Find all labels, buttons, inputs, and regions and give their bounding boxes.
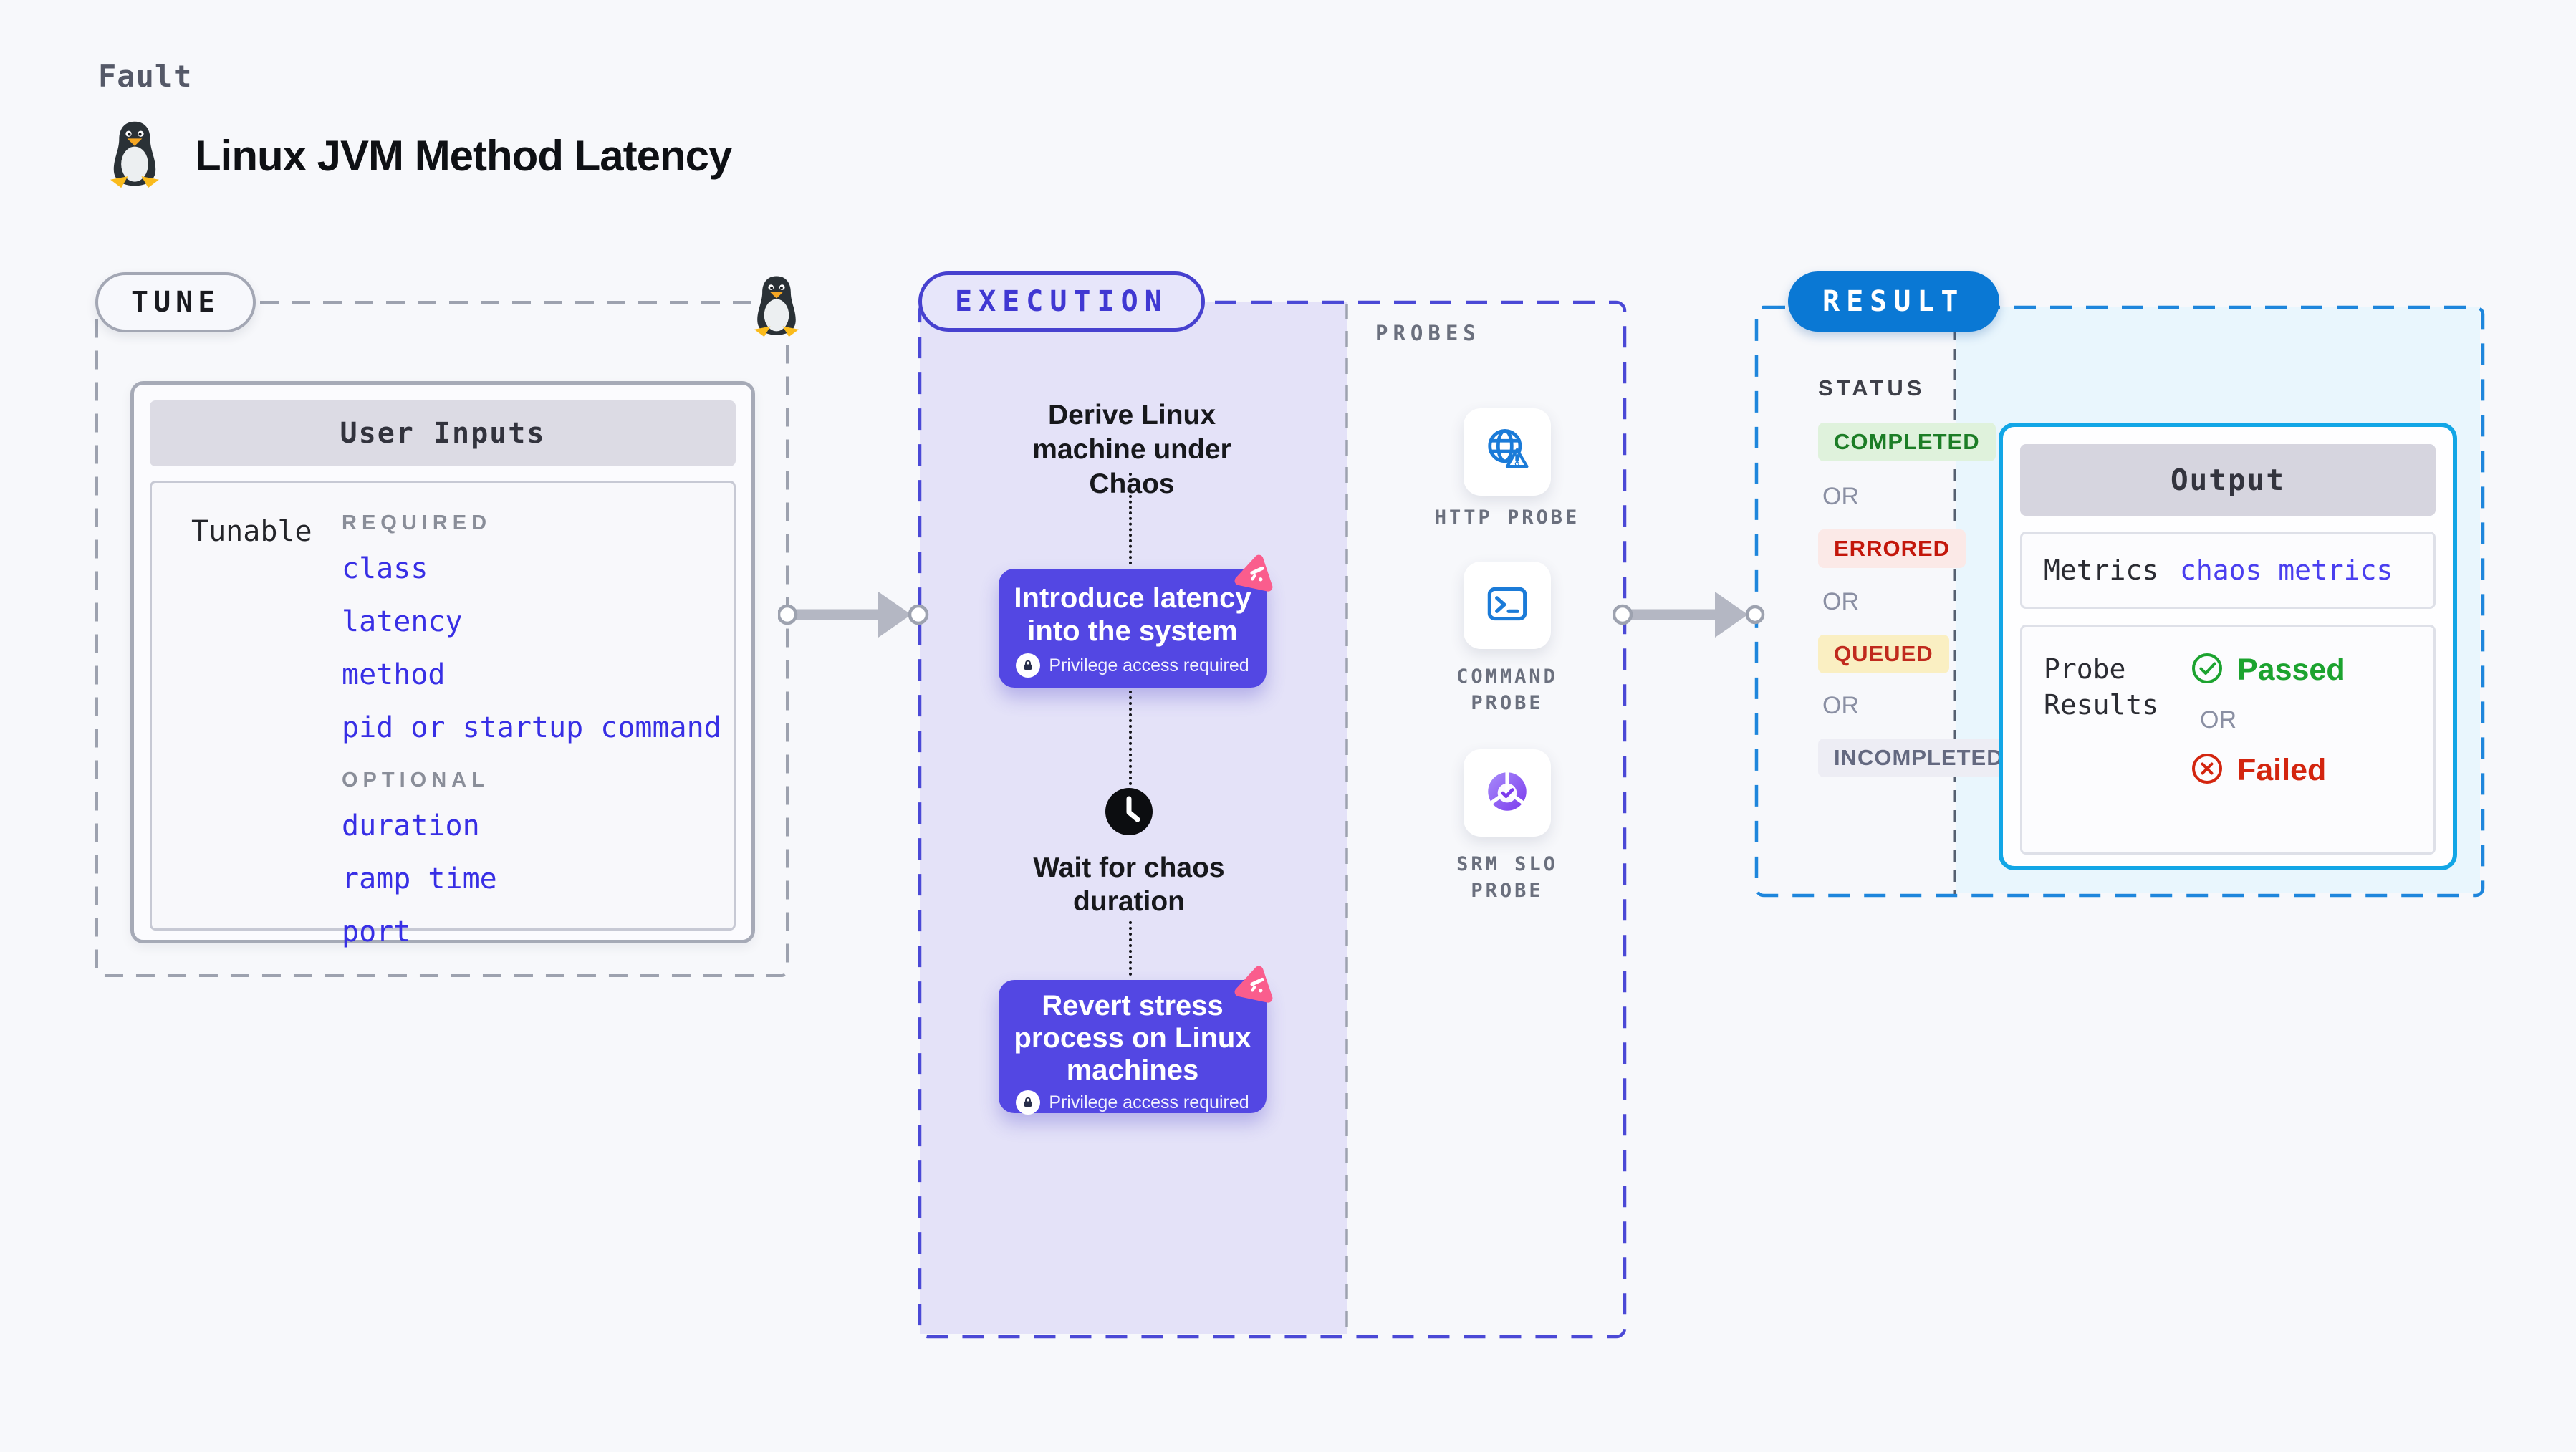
flow-connector [1129, 691, 1132, 785]
x-circle-icon [2190, 751, 2224, 789]
privilege-note: Privilege access required [1049, 655, 1249, 675]
metrics-label: Metrics [2044, 554, 2159, 586]
introduce-latency-label: Introduce latency into the system [1014, 582, 1251, 647]
chaos-metrics-link[interactable]: chaos metrics [2180, 554, 2393, 586]
passed-label: Passed [2237, 653, 2345, 687]
introduce-latency-node[interactable]: Introduce latency into the system Privil… [999, 569, 1267, 688]
page-title: Linux JVM Method Latency [195, 132, 732, 180]
failed-label: Failed [2237, 753, 2327, 787]
tunable-link-class[interactable]: class [342, 552, 428, 585]
http-probe-label: HTTP PROBE [1434, 506, 1580, 529]
probes-column-label: PROBES [1375, 321, 1481, 345]
page-header: Linux JVM Method Latency [105, 119, 732, 193]
flow-connector [1129, 473, 1132, 564]
status-heading: STATUS [1818, 375, 1926, 400]
tunable-link-port[interactable]: port [342, 915, 411, 948]
flow-connector [1129, 921, 1132, 976]
user-inputs-header: User Inputs [150, 400, 736, 466]
failed-verdict: Failed [2190, 751, 2326, 789]
chaos-experiment-icon [1234, 963, 1278, 1011]
command-probe-card[interactable] [1464, 562, 1551, 649]
execution-to-result-arrow [1613, 592, 1765, 638]
execution-section-pill: EXECUTION [918, 271, 1205, 332]
chaos-experiment-icon [1234, 552, 1278, 600]
http-probe-icon [1480, 423, 1534, 481]
http-probe-card[interactable] [1464, 408, 1551, 496]
linux-penguin-small-icon [749, 274, 804, 342]
srm-slo-probe-card[interactable] [1464, 749, 1551, 837]
tune-section-pill: TUNE [95, 272, 256, 332]
user-inputs-card: User Inputs Tunable REQUIRED class laten… [130, 381, 755, 948]
probe-results-label: Probe Results [2044, 653, 2159, 721]
probe-results-row: Probe Results Passed OR [2020, 625, 2436, 855]
or-separator: OR [2200, 706, 2236, 734]
or-separator: OR [1822, 588, 1859, 615]
metrics-row: Metrics chaos metrics [2020, 532, 2436, 609]
derive-machine-step: Derive Linux machine under Chaos [1032, 400, 1231, 499]
command-probe-icon [1481, 577, 1534, 634]
output-header: Output [2020, 444, 2436, 516]
linux-penguin-icon [105, 119, 165, 193]
tunable-link-pid-or-startup-command[interactable]: pid or startup command [342, 711, 721, 744]
status-badge-errored: ERRORED [1818, 529, 1966, 568]
output-card: Output Metrics chaos metrics Probe Resul… [1999, 423, 2457, 870]
user-inputs-table: Tunable REQUIRED class latency method pi… [150, 481, 736, 948]
status-badge-queued: QUEUED [1818, 635, 1949, 673]
tunable-link-method[interactable]: method [342, 658, 446, 691]
command-probe-label: COMMAND PROBE [1456, 665, 1558, 714]
status-badge-incompleted: INCOMPLETED [1818, 739, 2019, 777]
status-column: STATUS COMPLETED OR ERRORED OR QUEUED OR… [1818, 375, 2019, 777]
tunable-row-label: Tunable [191, 515, 312, 548]
result-section-pill: RESULT [1788, 271, 1999, 332]
or-separator: OR [1822, 692, 1859, 719]
tunable-link-latency[interactable]: latency [342, 605, 463, 638]
srm-slo-probe-icon [1481, 765, 1534, 822]
wait-clock-icon [1105, 788, 1153, 839]
check-circle-icon [2190, 651, 2224, 689]
tunable-link-duration[interactable]: duration [342, 809, 480, 842]
optional-group-label: OPTIONAL [342, 769, 489, 792]
privilege-note: Privilege access required [1049, 1092, 1249, 1112]
lock-icon [1016, 653, 1041, 678]
or-separator: OR [1822, 483, 1859, 510]
fault-kicker: Fault [98, 59, 193, 94]
wait-duration-step: Wait for chaos duration [1033, 852, 1225, 917]
passed-verdict: Passed [2190, 651, 2345, 689]
status-badge-completed: COMPLETED [1818, 423, 1996, 461]
required-group-label: REQUIRED [342, 511, 492, 534]
srm-slo-probe-label: SRM SLO PROBE [1456, 853, 1558, 902]
lock-icon [1016, 1090, 1041, 1115]
revert-stress-node[interactable]: Revert stress process on Linux machines … [999, 980, 1267, 1115]
tunable-link-ramp-time[interactable]: ramp time [342, 862, 497, 895]
tune-to-execution-arrow [778, 592, 929, 638]
revert-stress-label: Revert stress process on Linux machines [1014, 990, 1251, 1086]
